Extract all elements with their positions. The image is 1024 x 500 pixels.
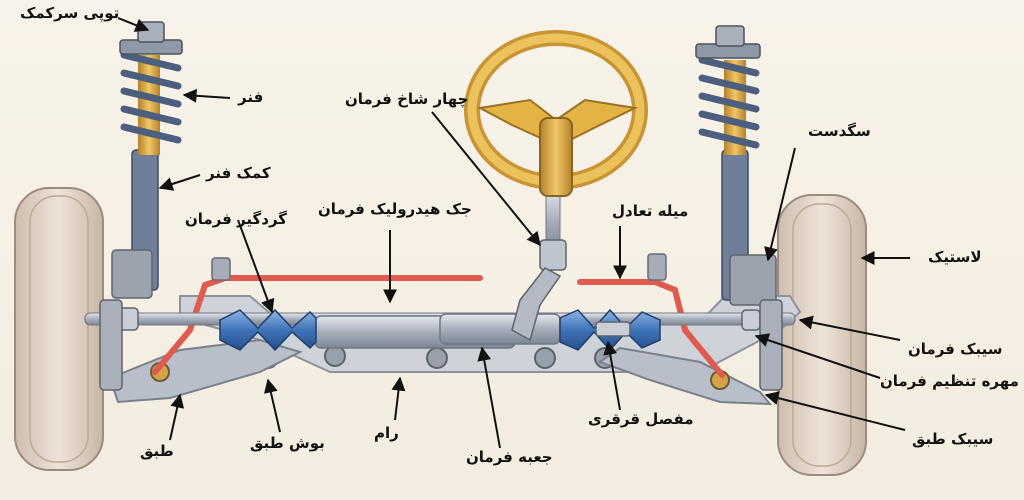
stabilizer-bar (152, 275, 725, 378)
steering-wheel (464, 30, 648, 197)
left-strut (111, 21, 183, 299)
rod-ends (117, 307, 761, 337)
label-knuckle: سگدست (808, 122, 871, 140)
label-adjust-nut: مهره تنظیم فرمان (880, 372, 1019, 390)
steering-column (511, 189, 567, 342)
right-tire (777, 194, 867, 476)
label-tire: لاستیک (928, 248, 982, 266)
label-stabilizer-bar: میله تعادل (612, 202, 689, 220)
left-tire (14, 187, 104, 471)
right-strut (695, 25, 777, 306)
leader-arrows (117, 17, 910, 449)
label-hydraulic-jack: جک هیدرولیک فرمان (318, 200, 472, 218)
label-steering-box: جعبه فرمان (466, 448, 553, 466)
knuckles (99, 299, 783, 391)
left-steering-boot (219, 308, 317, 352)
label-top-mount: توپی سرکمک (20, 4, 120, 22)
label-tie-rod: سیبک فرمان (908, 340, 1003, 358)
label-arm-bushing: بوش طبق (250, 434, 325, 452)
label-universal-joint: چهار شاخ فرمان (345, 90, 469, 108)
label-shock-absorber: کمک فنر (206, 164, 271, 182)
label-spring: فنر (238, 88, 264, 106)
label-steering-boot: گردگیر فرمان (185, 210, 288, 228)
label-frame: رام (374, 424, 399, 442)
label-lower-ball-joint: سیبک طبق (912, 430, 994, 448)
left-control-arm (108, 338, 303, 404)
stabilizer-links (211, 253, 667, 281)
label-control-arm: طبق (140, 442, 174, 460)
label-ball-joint: مفصل قرقری (588, 410, 694, 428)
